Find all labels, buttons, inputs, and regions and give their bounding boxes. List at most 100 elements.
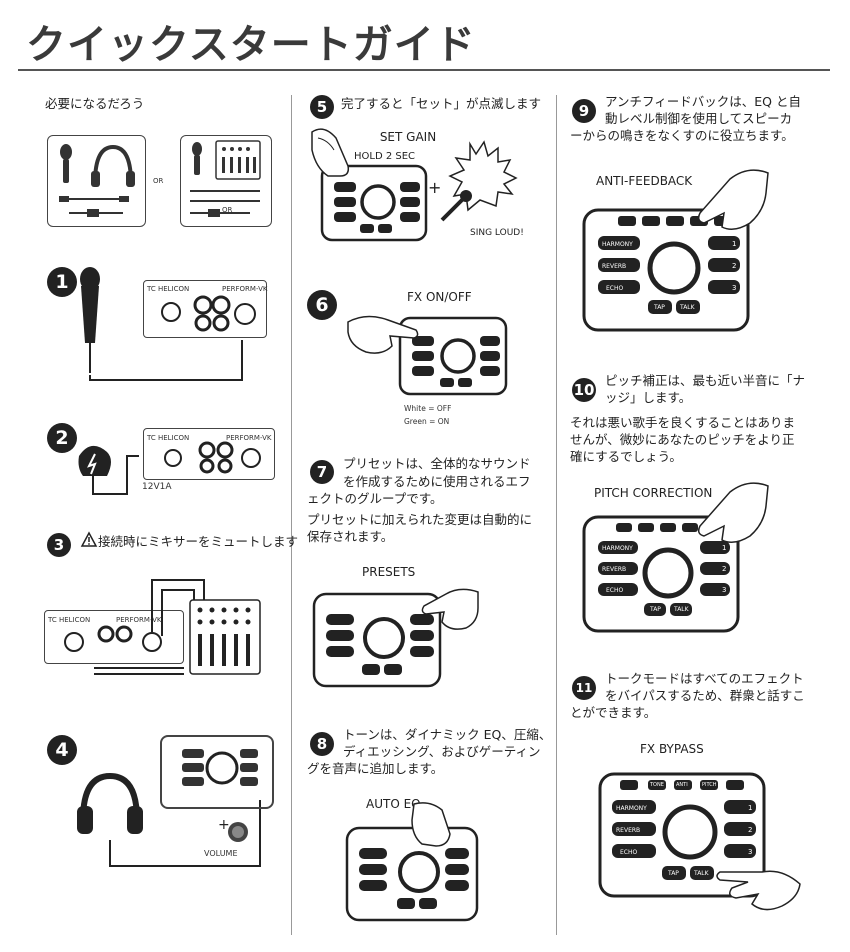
step-11-text-b: をバイパスするため、群衆と話すこ — [605, 688, 805, 703]
step-6-badge: 6 — [307, 290, 337, 320]
pointing-hand-icon-7 — [421, 588, 479, 630]
step-9-text-a: アンチフィードバックは、EQ と自 — [605, 94, 801, 109]
perform-vk-device-8 — [345, 826, 479, 922]
step-9-text-b: 動レベル制御を使用してスピーカ — [605, 111, 793, 126]
green-on-label: Green = ON — [404, 417, 450, 426]
step-9-text-c: ーからの鳴きをなくすのに役立ちます。 — [570, 128, 794, 143]
step-1-badge: 1 — [47, 267, 77, 297]
tap-button[interactable]: TAP — [650, 606, 661, 613]
model-label-2: PERFORM-VK — [226, 434, 272, 442]
step-7-text-e: 保存されます。 — [307, 529, 394, 544]
power-spec-label: 12V1A — [142, 482, 172, 492]
plus-sign-5: + — [428, 178, 442, 197]
power-adapter-icon — [78, 445, 139, 495]
brand-label-2: TC HELICON — [147, 434, 190, 442]
step-8-text-c: グを音声に追加します。 — [307, 761, 444, 776]
column-divider-2 — [556, 95, 557, 935]
harmony-button[interactable]: HARMONY — [602, 241, 633, 248]
presets-label: PRESETS — [362, 565, 416, 579]
perform-vk-device-9: HARMONY REVERB ECHO TAP TALK 1 2 3 — [582, 208, 750, 332]
plus-sign-4: + — [218, 817, 230, 833]
preset-1-button[interactable]: 1 — [748, 804, 753, 812]
brand-label-1: TC HELICON — [147, 285, 190, 293]
device-9-body — [582, 208, 750, 332]
pressing-hand-icon-5 — [311, 128, 350, 177]
step-8-badge: 8 — [310, 732, 334, 756]
talk-button[interactable]: TALK — [680, 304, 695, 311]
mic-headphones-icon — [59, 144, 135, 217]
preset-3-button[interactable]: 3 — [722, 586, 727, 594]
step-11-badge: 11 — [572, 676, 596, 700]
step-3-badge: 3 — [47, 533, 71, 557]
required-heading: 必要になるだろう — [45, 96, 145, 111]
preset-2-button[interactable]: 2 — [748, 826, 753, 834]
echo-button[interactable]: ECHO — [606, 587, 624, 594]
pressing-hand-icon-8 — [411, 802, 451, 847]
perform-vk-controls-4 — [182, 749, 258, 786]
device-11-body — [598, 772, 766, 898]
perform-vk-front-4 — [160, 735, 274, 809]
step-10-text-e: 確にするでしょう。 — [570, 449, 682, 464]
step1-cable — [89, 340, 243, 381]
step-10-badge: 10 — [572, 378, 596, 402]
echo-button[interactable]: ECHO — [606, 285, 624, 292]
tap-button[interactable]: TAP — [654, 304, 665, 311]
device-10-body — [582, 515, 740, 633]
preset-1-button[interactable]: 1 — [722, 544, 727, 552]
step-11-text-a: トークモードはすべてのエフェクト — [605, 671, 804, 686]
preset-1-button[interactable]: 1 — [732, 240, 737, 248]
step-2-badge: 2 — [47, 423, 77, 453]
warning-icon — [80, 531, 98, 547]
tap-button[interactable]: TAP — [668, 870, 679, 877]
column-divider-1 — [291, 95, 292, 935]
step-7-text-b: を作成するために使用されるエフ — [343, 474, 531, 489]
reverb-button[interactable]: REVERB — [602, 566, 627, 573]
brand-label-3: TC HELICON — [48, 616, 91, 624]
step-5-text: 完了すると「セット」が点滅します — [341, 96, 542, 111]
pressing-hand-icon-11 — [716, 870, 801, 911]
preset-2-button[interactable]: 2 — [722, 565, 727, 573]
white-off-label: White = OFF — [404, 404, 452, 413]
pressing-hand-icon-10 — [697, 482, 769, 543]
step-5-badge: 5 — [310, 95, 334, 119]
step-10-text-d: せんが、微妙にあなたのピッチをより正 — [570, 432, 795, 447]
step-7-text-a: プリセットは、全体的なサウンド — [343, 456, 531, 471]
mic-mixer-icon — [190, 140, 261, 217]
box-mic-headphones — [47, 135, 146, 227]
step-11-text-c: とができます。 — [570, 705, 657, 720]
or-label: OR — [153, 177, 164, 185]
preset-2-button[interactable]: 2 — [732, 262, 737, 270]
fx-bypass-label: FX BYPASS — [640, 742, 704, 756]
step-4-badge: 4 — [47, 735, 77, 765]
step-9-badge: 9 — [572, 99, 596, 123]
pressing-hand-icon-9 — [697, 169, 769, 230]
handheld-mic-icon — [440, 190, 472, 222]
tone-button[interactable]: TONE — [650, 782, 664, 788]
harmony-button[interactable]: HARMONY — [602, 545, 633, 552]
pointing-hand-icon-6 — [347, 315, 419, 354]
step-10-text-a: ピッチ補正は、最も近い半音に「ナ — [605, 373, 806, 388]
set-gain-label: SET GAIN — [379, 130, 437, 144]
talk-button[interactable]: TALK — [694, 870, 709, 877]
echo-button[interactable]: ECHO — [620, 849, 638, 856]
page-title: クイックスタートガイド — [26, 22, 476, 68]
fx-onoff-label: FX ON/OFF — [407, 290, 472, 304]
anti-button[interactable]: ANTI — [676, 782, 688, 788]
microphone-icon — [80, 267, 100, 373]
headphones-icon — [77, 772, 143, 834]
perform-vk-back-1 — [143, 280, 267, 338]
harmony-button[interactable]: HARMONY — [616, 805, 647, 812]
auto-eq-label: AUTO EQ — [366, 797, 421, 811]
preset-3-button[interactable]: 3 — [732, 284, 737, 292]
sing-loud-label: SING LOUD! — [470, 228, 524, 238]
hold-label: HOLD 2 SEC — [354, 151, 416, 162]
step-8-text-a: トーンは、ダイナミック EQ、圧縮、 — [343, 727, 552, 742]
reverb-button[interactable]: REVERB — [602, 263, 627, 270]
talk-button[interactable]: TALK — [674, 606, 689, 613]
step-7-badge: 7 — [310, 460, 334, 484]
step-10-text-c: それは悪い歌手を良くすることはありま — [570, 415, 796, 430]
preset-3-button[interactable]: 3 — [748, 848, 753, 856]
reverb-button[interactable]: REVERB — [616, 827, 641, 834]
perform-vk-device-11: HARMONY REVERB ECHO TAP TALK TONE ANTI P… — [598, 772, 766, 898]
pitch-button[interactable]: PITCH — [702, 782, 717, 788]
